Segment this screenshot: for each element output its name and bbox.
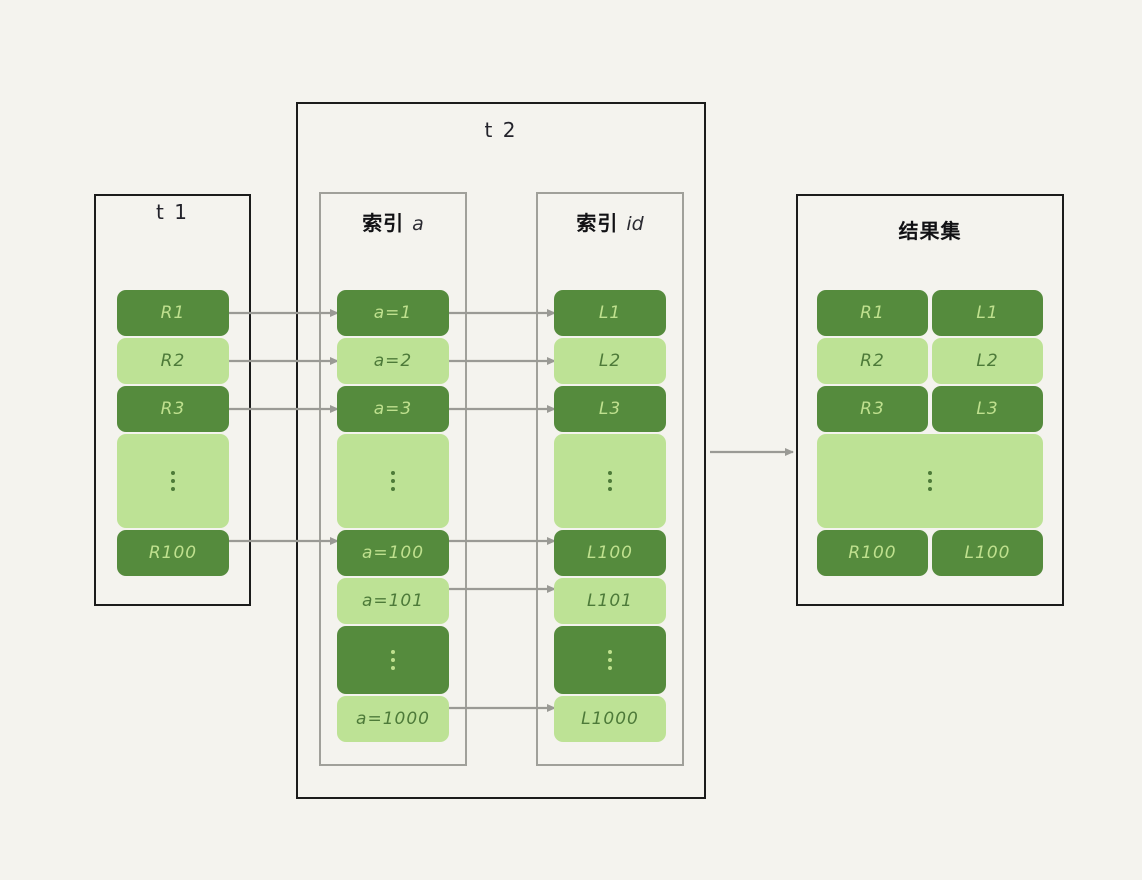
ellipsis-icon [391, 646, 395, 674]
ellipsis-icon [391, 467, 395, 495]
ellipsis-icon [608, 467, 612, 495]
result-cell-right: L100 [932, 530, 1043, 576]
title-index-a: 索引 a [319, 207, 467, 236]
result-cell-left: R100 [817, 530, 928, 576]
title-index-id-suffix: id [626, 213, 644, 235]
t1-rows-cell: R3 [117, 386, 229, 432]
t1-rows-cell [117, 434, 229, 528]
title-t1: t 1 [156, 200, 189, 224]
index-a-rows-cell: a=2 [337, 338, 449, 384]
index-id-rows-cell: L101 [554, 578, 666, 624]
title-index-a-suffix: a [412, 213, 424, 235]
index-id-rows-cell [554, 434, 666, 528]
t1-rows-cell: R100 [117, 530, 229, 576]
title-result-set: 结果集 [898, 219, 962, 243]
t1-rows-cell: R1 [117, 290, 229, 336]
title-t2: t 2 [484, 118, 518, 142]
index-a-rows-cell: a=101 [337, 578, 449, 624]
result-cell-right: L1 [932, 290, 1043, 336]
result-cell-left: R2 [817, 338, 928, 384]
result-cell-right: L2 [932, 338, 1043, 384]
index-id-rows-cell: L3 [554, 386, 666, 432]
ellipsis-icon [928, 467, 932, 495]
index-a-rows-cell: a=1000 [337, 696, 449, 742]
ellipsis-icon [171, 467, 175, 495]
index-id-rows-cell [554, 626, 666, 694]
result-cell-right: L3 [932, 386, 1043, 432]
title-index-id-label: 索引 [576, 211, 619, 235]
index-a-rows-cell [337, 626, 449, 694]
result-cell-ellipsis [817, 434, 1043, 528]
index-id-rows-cell: L100 [554, 530, 666, 576]
index-id-rows-cell: L1000 [554, 696, 666, 742]
title-index-id: 索引 id [536, 207, 684, 236]
result-cell-left: R1 [817, 290, 928, 336]
index-a-rows-cell: a=100 [337, 530, 449, 576]
index-id-rows-cell: L1 [554, 290, 666, 336]
t1-rows-cell: R2 [117, 338, 229, 384]
ellipsis-icon [608, 646, 612, 674]
index-a-rows-cell: a=1 [337, 290, 449, 336]
index-a-rows-cell [337, 434, 449, 528]
index-id-rows-cell: L2 [554, 338, 666, 384]
result-cell-left: R3 [817, 386, 928, 432]
index-a-rows-cell: a=3 [337, 386, 449, 432]
title-index-a-label: 索引 [362, 211, 405, 235]
